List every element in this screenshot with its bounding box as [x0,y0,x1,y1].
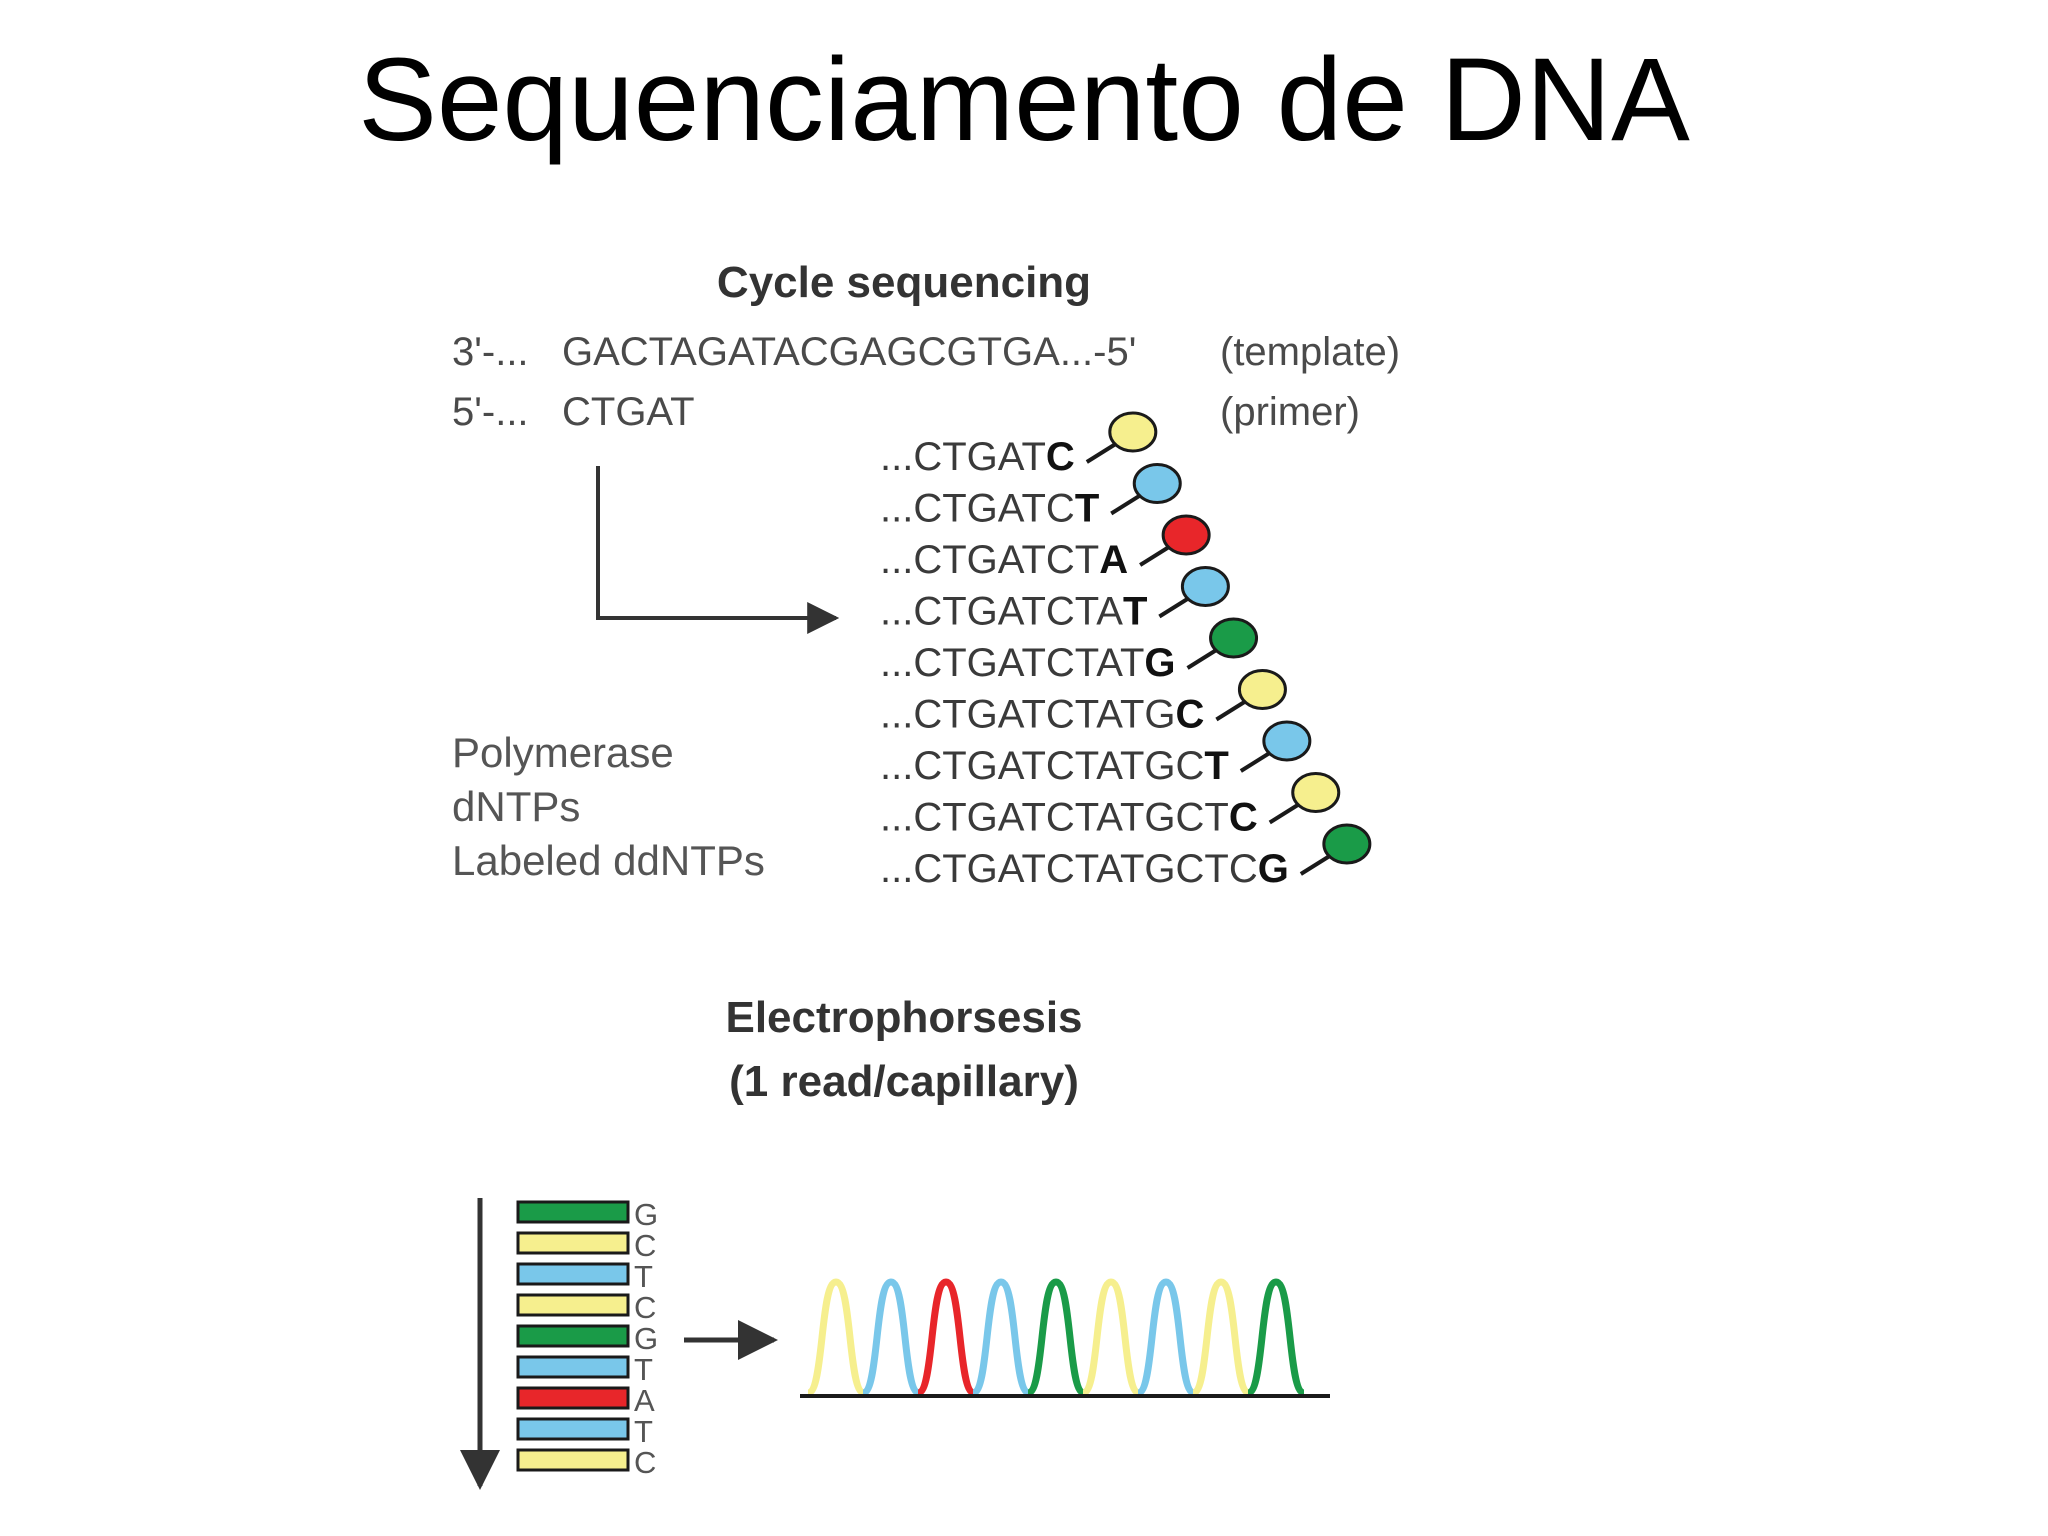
fragment-terminal-base: A [1099,538,1128,582]
gel-band [516,1386,630,1410]
fragment-8: ...CTGATCTATGCTC [880,796,1258,840]
gel-band-letter: T [634,1414,653,1449]
gel-band [516,1262,630,1286]
dye-label-C [1108,411,1158,453]
fragment-terminal-base: C [1176,693,1205,737]
dye-stem [1158,594,1193,619]
fragment-terminal-base: T [1123,590,1147,634]
primer-sequence: CTGAT [562,390,695,434]
trace-peak-C [1191,1278,1251,1397]
gel-band [516,1355,630,1379]
reagent-dntps: dNTPs [452,783,580,830]
gel-band [516,1231,630,1255]
dye-stem [1186,646,1221,670]
gel-band [516,1417,630,1441]
gel-band [516,1448,630,1472]
dye-label-A [1161,514,1211,556]
dye-stem [1215,697,1250,722]
dye-stem [1139,543,1174,567]
fragment-7: ...CTGATCTATGCT [880,744,1229,788]
fragment-terminal-base: T [1204,744,1228,788]
template-prefix: 3'-... [452,330,529,374]
fragment-prefix: ...CTGATCTATGCT [880,796,1229,840]
trace-peak-T [1136,1278,1196,1397]
dye-label-C [1237,669,1287,710]
electrophoresis-heading: Electrophorsesis [725,993,1082,1042]
fragment-ladder: ...CTGATC...CTGATCT...CTGATCTA...CTGATCT… [880,411,1372,891]
fragment-3: ...CTGATCTA [880,538,1128,582]
dye-stem [1268,800,1303,825]
dye-label-G [1209,617,1259,659]
trace-peak-T [861,1278,921,1397]
gel-band-letter: G [634,1321,658,1356]
reagent-labeled-ddntps: Labeled ddNTPs [452,837,765,884]
trace-peak-G [1026,1278,1086,1397]
cycle-sequencing-heading: Cycle sequencing [717,258,1091,307]
dye-label-C [1291,772,1341,813]
dye-stem [1239,749,1274,773]
dye-label-G [1322,823,1372,865]
electrophoresis-subheading: (1 read/capillary) [729,1057,1079,1106]
fragment-terminal-base: C [1229,796,1258,840]
fragment-5: ...CTGATCTATG [880,641,1176,685]
dye-stem [1299,852,1334,876]
trace-peak-A [916,1278,976,1397]
fragment-prefix: ...CTGATCTATG [880,693,1176,737]
fragment-prefix: ...CTGATC [880,487,1075,531]
fragment-prefix: ...CTGATCT [880,538,1099,582]
dye-label-T [1262,720,1312,762]
reagent-polymerase: Polymerase [452,729,674,776]
fragment-prefix: ...CTGATCTAT [880,641,1144,685]
fragment-prefix: ...CTGAT [880,435,1046,479]
fragment-terminal-base: G [1258,847,1289,891]
fragment-6: ...CTGATCTATGC [880,693,1204,737]
gel-band-letter: T [634,1352,653,1387]
slide-title: Sequenciamento de DNA [358,34,1690,166]
gel-band [516,1293,630,1317]
trace-peak-T [971,1278,1031,1397]
fragment-2: ...CTGATCT [880,487,1099,531]
chromatogram-trace [806,1278,1306,1397]
fragment-4: ...CTGATCTAT [880,590,1147,634]
trace-peak-G [1246,1278,1306,1397]
trace-peak-C [1081,1278,1141,1397]
dye-label-T [1132,463,1182,504]
gel-band-letter: C [634,1228,656,1263]
dye-stem [1085,440,1120,464]
fragment-terminal-base: G [1144,641,1175,685]
gel-band-letter: C [634,1445,656,1480]
trace-peak-C [806,1278,866,1397]
fragment-9: ...CTGATCTATGCTCG [880,847,1289,891]
fragment-prefix: ...CTGATCTATGCTC [880,847,1258,891]
gel-band-letter: A [634,1383,655,1418]
fragment-terminal-base: T [1075,487,1099,531]
fragment-1: ...CTGATC [880,435,1075,479]
primer-label: (primer) [1220,390,1360,434]
gel-band [516,1324,630,1348]
fragment-terminal-base: C [1046,435,1075,479]
dye-stem [1110,491,1145,516]
fragment-prefix: ...CTGATCTA [880,590,1123,634]
template-label: (template) [1220,330,1400,374]
extension-arrow [596,466,840,634]
template-sequence: GACTAGATACGAGCGTGA...-5' [562,330,1136,374]
fragment-prefix: ...CTGATCTATGC [880,744,1204,788]
dye-label-T [1180,566,1230,607]
primer-prefix: 5'-... [452,390,529,434]
gel-band [516,1200,630,1224]
gel-band-letter: G [634,1197,658,1232]
gel-band-letter: C [634,1290,656,1325]
gel-band-letter: T [634,1259,653,1294]
